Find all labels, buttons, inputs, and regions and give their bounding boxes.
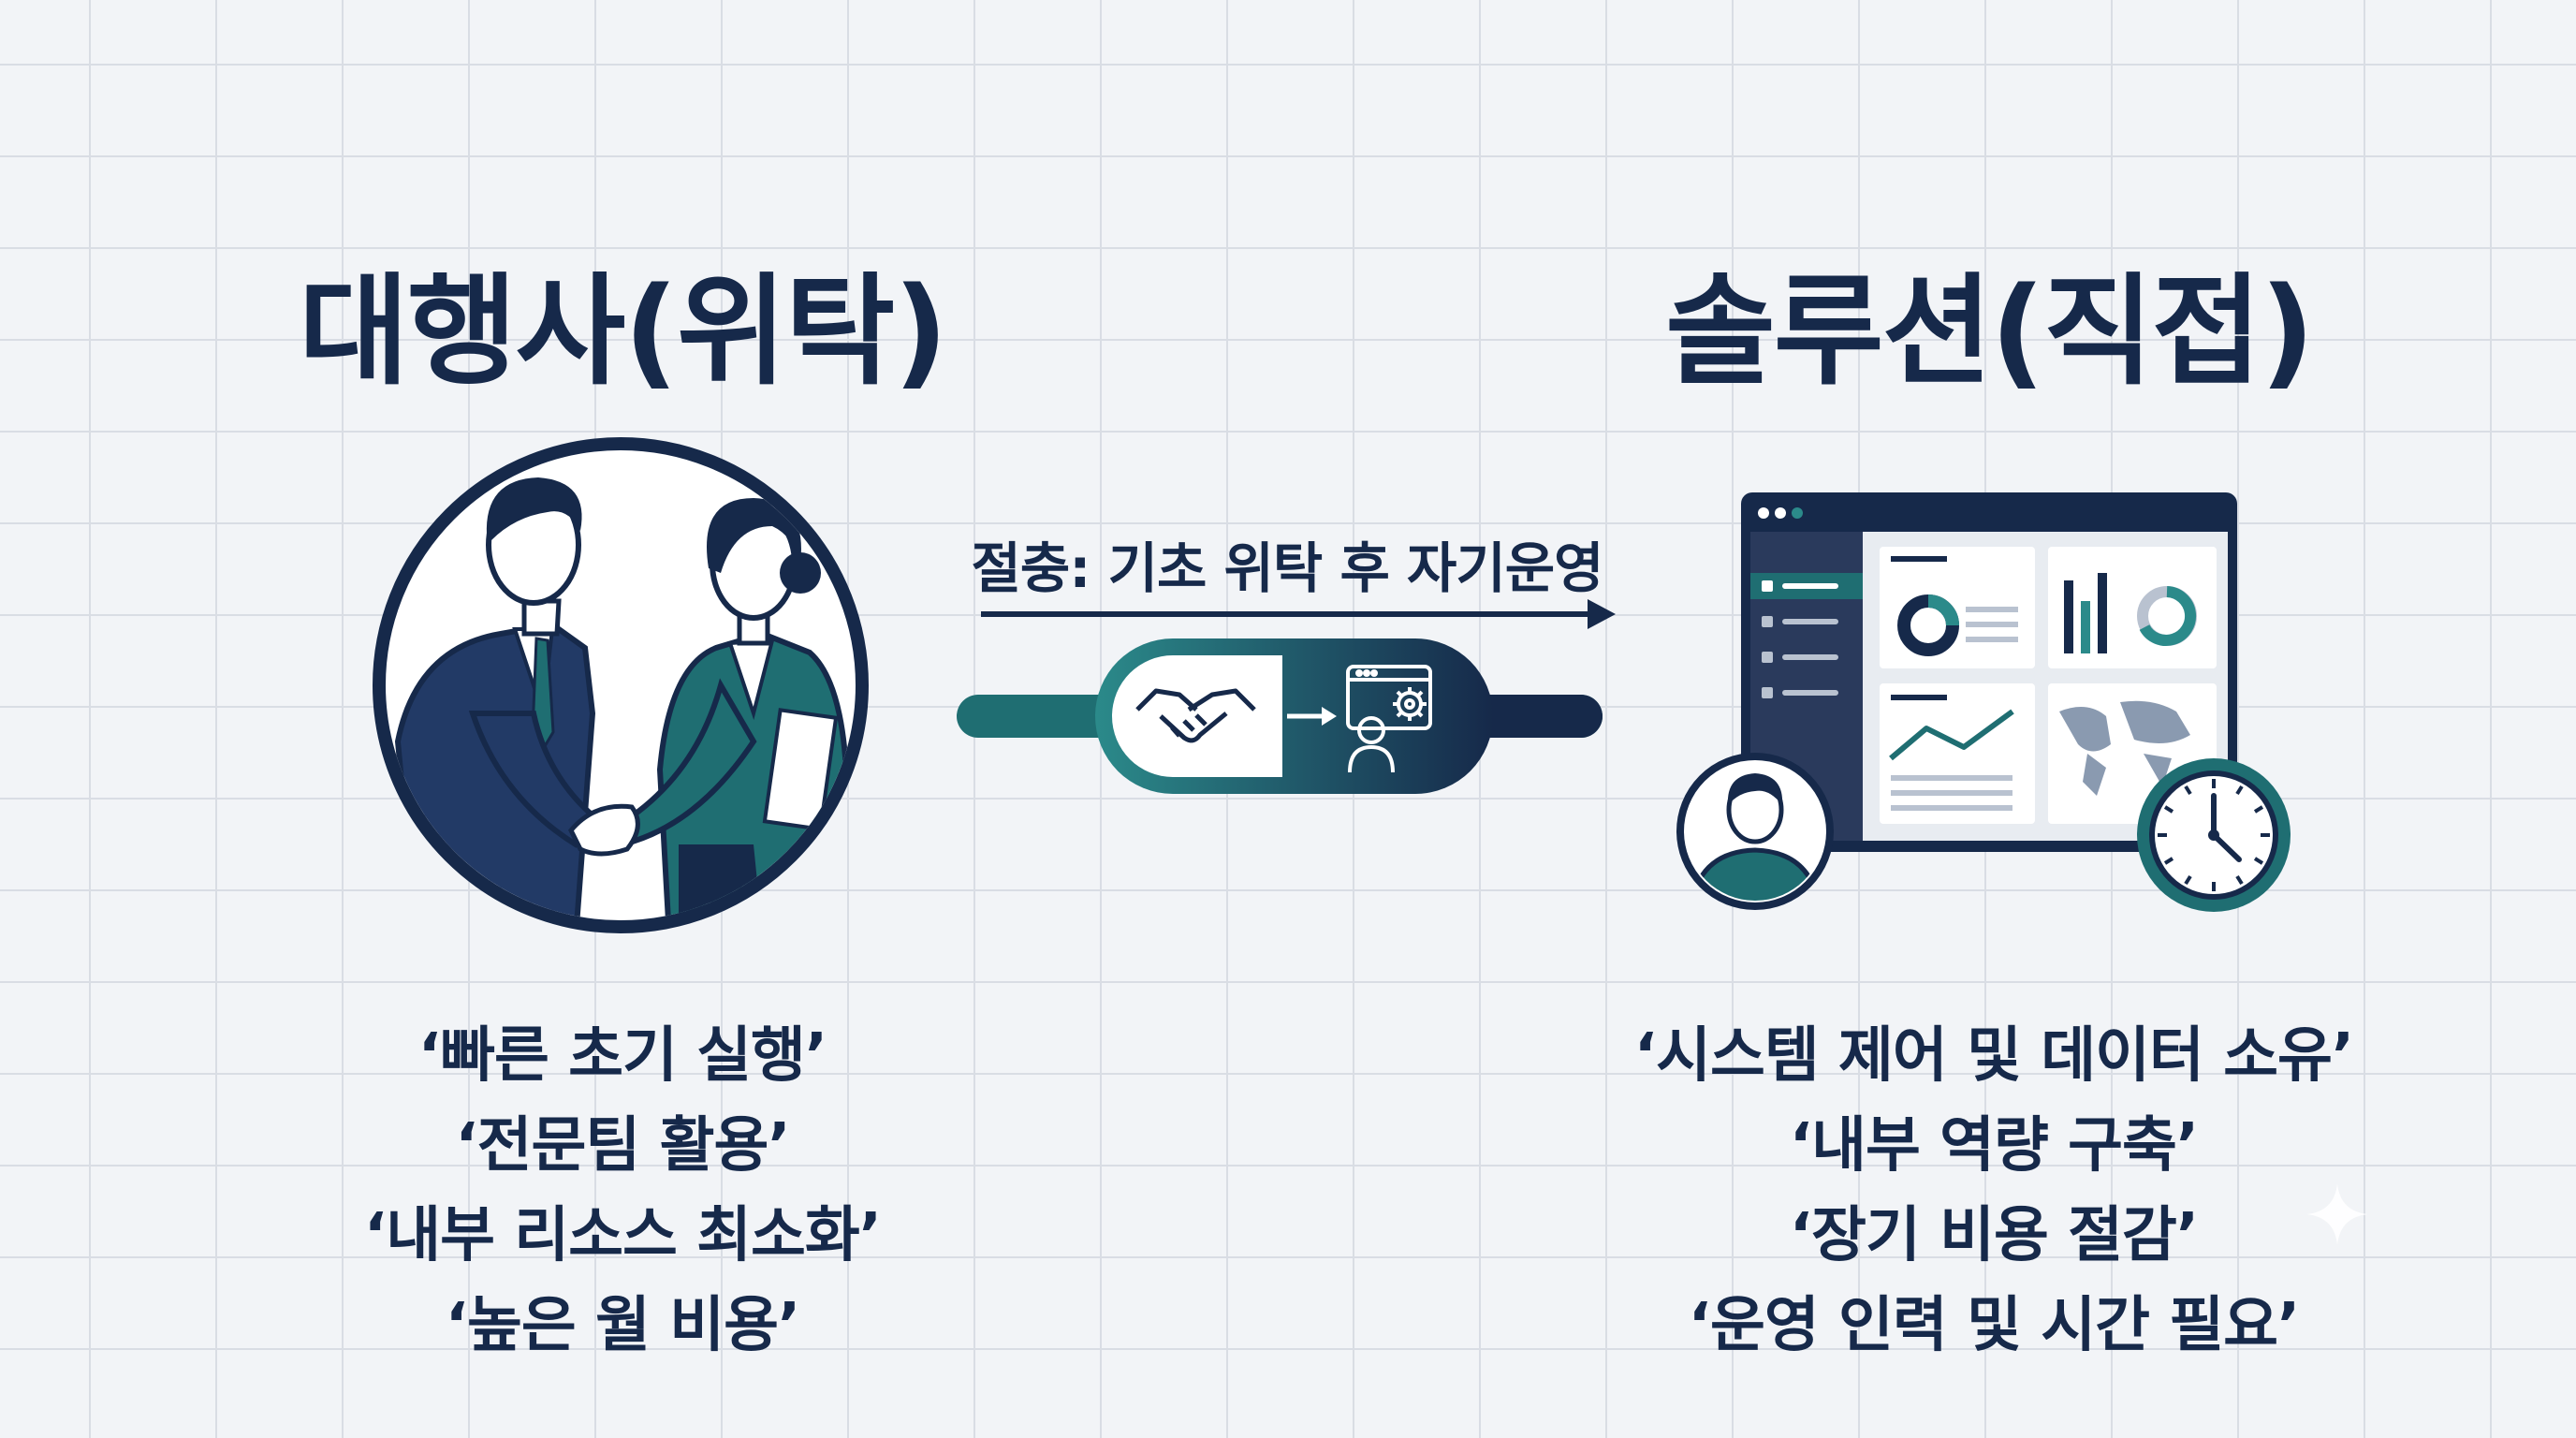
bridge-label: 절충: 기초 위탁 후 자기운영: [971, 536, 1604, 600]
agency-bullet: ‘높은 월 비용’: [445, 1291, 801, 1360]
handshake-icon: [1135, 688, 1256, 743]
handshake-people-icon: [373, 437, 869, 933]
solution-bullet: ‘운영 인력 및 시간 필요’: [1688, 1291, 2301, 1360]
agency-bullet: ‘빠른 초기 실행’: [417, 1021, 827, 1091]
solution-bullets: ‘시스템 제어 및 데이터 소유’ ‘내부 역량 구축’ ‘장기 비용 절감’ …: [1526, 1011, 2462, 1371]
agency-bullets: ‘빠른 초기 실행’ ‘전문팀 활용’ ‘내부 리소스 최소화’ ‘높은 월 비…: [154, 1011, 1090, 1371]
solution-bullet: ‘시스템 제어 및 데이터 소유’: [1633, 1021, 2354, 1091]
agency-bullet: ‘내부 리소스 최소화’: [363, 1201, 882, 1270]
sparkle-icon: [2306, 1183, 2368, 1245]
arrow-right-icon: [1287, 707, 1337, 726]
solution-title: 솔루션(직접): [1665, 262, 2315, 402]
solution-bullet: ‘내부 역량 구축’: [1789, 1111, 2199, 1181]
agency-bullet: ‘전문팀 활용’: [455, 1111, 790, 1181]
solution-bullet: ‘장기 비용 절감’: [1789, 1201, 2199, 1270]
user-avatar-icon: [1676, 753, 1834, 910]
admin-gear-icon: [1346, 665, 1432, 773]
dashboard-icon: [1676, 492, 2291, 912]
bridge-diagram: [957, 599, 1616, 794]
agency-title: 대행사(위탁): [299, 262, 948, 402]
clock-icon: [2137, 758, 2291, 912]
